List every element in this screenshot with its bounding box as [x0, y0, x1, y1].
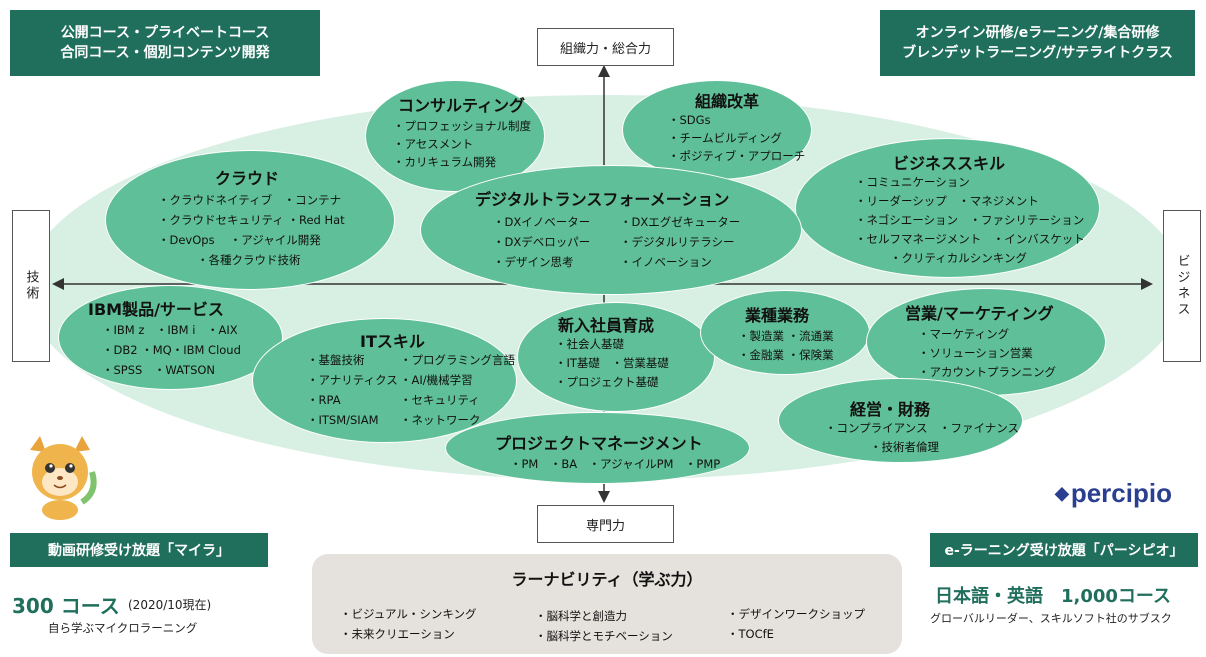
- maira-sub: 自ら学ぶマイクロラーニング: [48, 621, 198, 635]
- bubble-org-reform: [622, 80, 812, 180]
- bubble-new-employee: [517, 302, 715, 412]
- axis-label-top: 組織力・総合力: [537, 28, 674, 66]
- maira-count: 300 コース: [12, 594, 120, 618]
- learnability-box: [312, 554, 902, 654]
- dx-item: ・デザイン思考: [493, 255, 574, 269]
- mascot-icon: [30, 436, 97, 520]
- cloud-title: クラウド: [215, 169, 280, 188]
- bubble-business-skill: [795, 138, 1100, 278]
- business-skill-item: ・クリティカルシンキング: [890, 251, 1027, 265]
- industry-title: 業種業務: [745, 306, 810, 325]
- learnability-item: ・TOCfE: [727, 627, 774, 641]
- new-employee-item: ・社会人基礎: [555, 337, 624, 351]
- industry-item: ・製造業 ・流通業: [738, 329, 834, 343]
- ibm-item: ・SPSS ・WATSON: [102, 363, 216, 377]
- percipio-mark-icon: ◆: [1055, 483, 1069, 503]
- dx-item: ・デジタルリテラシー: [620, 235, 735, 249]
- axis-label-bottom: 専門力: [537, 505, 674, 543]
- bubble-cloud: [105, 150, 395, 290]
- sales-item: ・ソリューション営業: [918, 346, 1033, 360]
- top-right-line1: オンライン研修/eラーニング/集合研修: [915, 25, 1160, 41]
- bubble-management: [778, 378, 1023, 463]
- maira-date: (2020/10現在): [128, 598, 212, 612]
- it-skill-item: ・プログラミング言語: [400, 353, 515, 367]
- it-skill-item: ・ネットワーク: [400, 413, 481, 427]
- business-skill-item: ・コミュニケーション: [855, 175, 970, 189]
- it-skill-item: ・RPA: [307, 393, 341, 407]
- cloud-item: ・DevOps ・アジャイル開発: [158, 233, 321, 247]
- maira-bar: 動画研修受け放題「マイラ」: [10, 533, 268, 567]
- consulting-item: ・プロフェッショナル制度: [393, 119, 531, 133]
- business-skill-item: ・ネゴシエーション ・ファシリテーション: [855, 213, 1085, 227]
- sales-item: ・アカウントプランニング: [918, 365, 1056, 379]
- org-reform-item: ・ポジティブ・アプローチ: [668, 149, 806, 163]
- pm-item: ・PM ・BA ・アジャイルPM ・PMP: [510, 457, 721, 471]
- it-skill-item: ・AI/機械学習: [400, 373, 473, 387]
- axis-label-right: ビジネス: [1163, 210, 1201, 362]
- dx-item: ・イノベーション: [620, 255, 712, 269]
- business-skill-item: ・リーダーシップ ・マネジメント: [855, 194, 1039, 208]
- business-skill-title: ビジネススキル: [893, 154, 1006, 173]
- percipio-logo-text: percipio: [1070, 478, 1172, 508]
- sales-title: 営業/マーケティング: [905, 304, 1054, 323]
- top-right-box: オンライン研修/eラーニング/集合研修 ブレンデットラーニング/サテライトクラス: [880, 10, 1195, 76]
- business-skill-item: ・セルフマネージメント ・インバスケット: [855, 232, 1085, 246]
- pm-title: プロジェクトマネージメント: [495, 434, 703, 453]
- consulting-item: ・カリキュラム開発: [393, 155, 497, 169]
- top-left-line2: 合同コース・個別コンテンツ開発: [60, 45, 270, 61]
- learnability-item: ・脳科学とモチベーション: [535, 629, 673, 643]
- learnability-item: ・ビジュアル・シンキング: [340, 607, 477, 621]
- it-skill-item: ・セキュリティ: [400, 393, 480, 407]
- dx-item: ・DXエグゼキューター: [620, 215, 741, 229]
- percipio-big: 日本語・英語 1,000コース: [935, 586, 1172, 607]
- management-item: ・コンプライアンス ・ファイナンス: [825, 421, 1020, 435]
- it-skill-item: ・基盤技術: [307, 353, 365, 367]
- top-left-line1: 公開コース・プライベートコース: [60, 25, 270, 41]
- cloud-item: ・クラウドネイティブ ・コンテナ: [158, 193, 342, 207]
- industry-item: ・金融業 ・保険業: [738, 348, 834, 362]
- top-right-line2: ブレンデットラーニング/サテライトクラス: [902, 45, 1173, 61]
- consulting-title: コンサルティング: [398, 96, 526, 115]
- new-employee-item: ・IT基礎 ・営業基礎: [555, 356, 669, 370]
- bubble-it-skill: [252, 318, 517, 443]
- management-item: ・技術者倫理: [870, 440, 939, 454]
- ibm-item: ・IBM z ・IBM i ・AIX: [102, 323, 238, 337]
- top-left-box: 公開コース・プライベートコース 合同コース・個別コンテンツ開発: [10, 10, 320, 76]
- bubble-dx: [420, 165, 802, 295]
- it-skill-item: ・ITSM/SIAM: [307, 413, 379, 427]
- org-reform-item: ・チームビルディング: [668, 131, 782, 145]
- dx-title: デジタルトランスフォーメーション: [475, 190, 730, 209]
- cloud-item: ・クラウドセキュリティ ・Red Hat: [158, 213, 345, 227]
- management-title: 経営・財務: [850, 400, 931, 419]
- cloud-item: ・各種クラウド技術: [197, 253, 301, 267]
- learnability-item: ・未来クリエーション: [340, 627, 455, 641]
- consulting-item: ・アセスメント: [393, 137, 474, 151]
- percipio-sub: グローバルリーダー、スキルソフト社のサブスク: [930, 612, 1172, 625]
- learnability-item: ・脳科学と創造力: [535, 609, 627, 623]
- bubble-sales: [866, 288, 1106, 396]
- dx-item: ・DXイノベーター: [493, 215, 591, 229]
- it-skill-item: ・アナリティクス: [307, 373, 398, 387]
- learnability-title: ラーナビリティ（学ぶ力）: [511, 570, 703, 589]
- dx-item: ・DXデベロッパー: [493, 235, 591, 249]
- bubble-ibm: [58, 285, 283, 390]
- learnability-item: ・デザインワークショップ: [727, 607, 865, 621]
- percipio-bar: e-ラーニング受け放題「パーシピオ」: [930, 533, 1198, 567]
- bubble-pm: [445, 412, 750, 484]
- it-skill-title: ITスキル: [360, 332, 425, 351]
- percipio-logo: ◆ percipio: [1055, 478, 1172, 509]
- sales-item: ・マーケティング: [918, 327, 1010, 341]
- ibm-title: IBM製品/サービス: [88, 300, 224, 319]
- org-reform-title: 組織改革: [695, 92, 760, 111]
- ibm-item: ・DB2 ・MQ・IBM Cloud: [102, 343, 241, 357]
- new-employee-title: 新入社員育成: [558, 316, 655, 335]
- axis-label-left: 技術: [12, 210, 50, 362]
- new-employee-item: ・プロジェクト基礎: [555, 375, 659, 389]
- org-reform-item: ・SDGs: [668, 113, 711, 127]
